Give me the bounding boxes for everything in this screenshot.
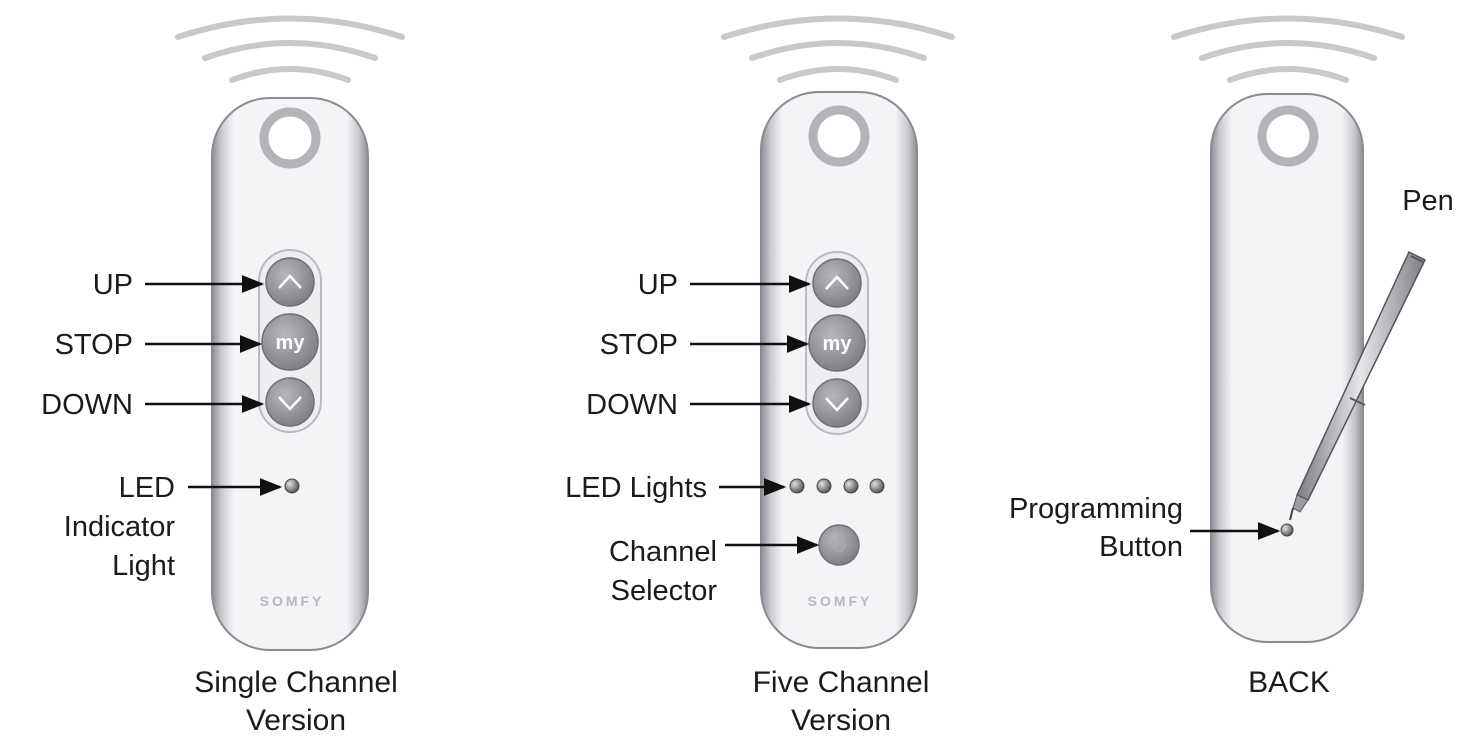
channel-selector-label-line1: Channel [609,536,717,568]
remote-body [1210,93,1364,643]
channel-selector-highlight [832,538,846,552]
single-channel-remote: my SOMFY UP STOP DOWN LED Indicator Ligh… [41,15,405,737]
stop-label: STOP [55,329,133,361]
five-caption-line1: Five Channel [753,666,930,699]
led-label-line1: LED [119,472,175,504]
programming-label-line2: Button [1099,531,1183,563]
up-button[interactable] [265,257,315,307]
somfy-logo: SOMFY [808,593,873,609]
stop-label: STOP [600,329,678,361]
up-button[interactable] [812,258,862,308]
led-light-2 [816,478,832,494]
remote-back: Pen Programming Button BACK [1009,15,1454,699]
single-caption-line2: Version [246,704,346,737]
wireless-signal-icon [175,15,405,83]
led-light-1 [789,478,805,494]
chevron-down-icon [278,396,302,411]
chevron-up-icon [825,275,849,290]
single-caption-line1: Single Channel [194,666,397,699]
down-label: DOWN [41,389,133,421]
pen-icon [1289,250,1426,521]
my-button-text: my [276,332,306,354]
wireless-signal-icon [1171,15,1405,83]
keyring-hole [808,105,870,167]
down-button[interactable] [812,378,862,428]
led-indicator [284,478,300,494]
pen-label: Pen [1402,185,1454,217]
led-lights-label: LED Lights [565,472,707,504]
my-button-text: my [823,333,853,355]
keyring-hole [1257,105,1319,167]
somfy-logo: SOMFY [260,593,325,609]
up-label: UP [638,269,678,301]
five-channel-remote: my SOMFY UP STOP DOWN LED Lights Channel… [565,15,955,737]
down-button[interactable] [265,377,315,427]
led-label-line3: Light [112,550,175,582]
led-light-4 [869,478,885,494]
wireless-signal-icon [721,15,955,83]
channel-selector-label-line2: Selector [611,575,718,607]
programming-button[interactable] [1280,523,1294,537]
keyring-hole [259,107,321,169]
chevron-down-icon [825,397,849,412]
up-label: UP [93,269,133,301]
programming-label-line1: Programming [1009,493,1183,525]
down-label: DOWN [586,389,678,421]
channel-selector-button[interactable] [818,524,860,566]
led-light-3 [843,478,859,494]
chevron-up-icon [278,274,302,289]
back-caption: BACK [1248,666,1330,699]
five-caption-line2: Version [791,704,891,737]
led-label-line2: Indicator [64,511,176,543]
